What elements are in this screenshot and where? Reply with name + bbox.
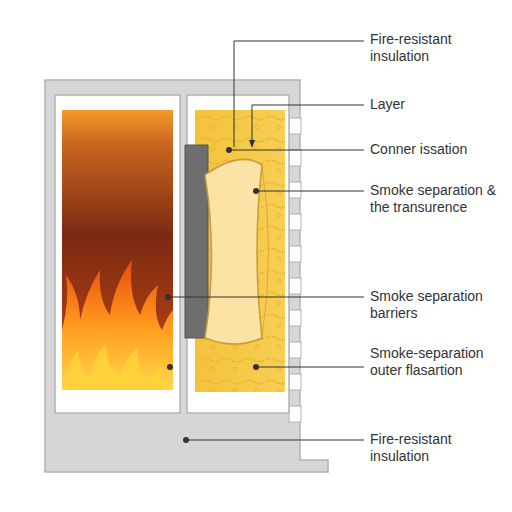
callout-label: Smoke separation barriers (370, 288, 502, 322)
callout-label: Smoke-separation outer flasartion (370, 345, 502, 379)
callout-label: Fire-resistant insulation (370, 431, 502, 465)
callout-label: Conner issation (370, 141, 502, 158)
callout-label: Smoke separation & the transurence (370, 182, 502, 216)
callout-label: Layer (370, 96, 502, 113)
callout-label: Fire-resistant insulation (370, 31, 502, 65)
